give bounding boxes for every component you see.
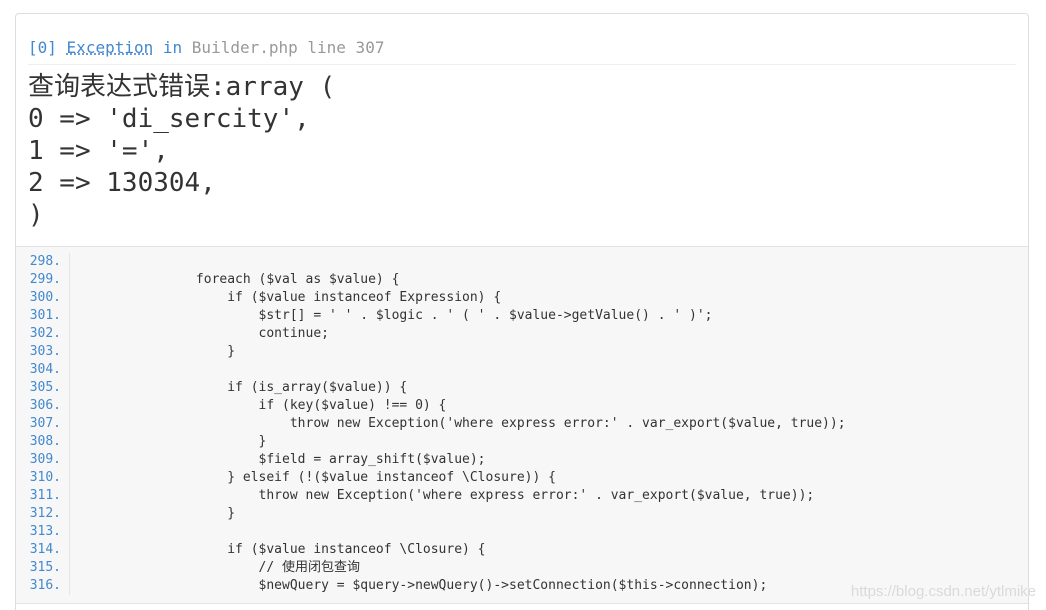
code-line: 310. } elseif (!($value instanceof \Clos…	[16, 469, 846, 487]
code-lines: 298.299. foreach ($val as $value) {300. …	[16, 253, 846, 595]
code-text	[70, 253, 102, 271]
code-text: } elseif (!($value instanceof \Closure))…	[102, 470, 556, 485]
exception-location: Builder.php line 307	[191, 38, 385, 57]
code-line: 302. continue;	[16, 325, 846, 343]
line-number: 301.	[16, 307, 70, 325]
line-number: 307.	[16, 415, 70, 433]
code-text	[70, 523, 102, 541]
watermark: https://blog.csdn.net/ytlmike	[850, 583, 1036, 600]
code-text: continue;	[102, 326, 329, 341]
line-number: 309.	[16, 451, 70, 469]
code-text: foreach ($val as $value) {	[102, 272, 400, 287]
line-number: 299.	[16, 271, 70, 289]
code-line: 314. if ($value instanceof \Closure) {	[16, 541, 846, 559]
code-text: $newQuery = $query->newQuery()->setConne…	[102, 578, 768, 593]
code-line: 304.	[16, 361, 846, 379]
exception-panel: [0] Exception in Builder.php line 307 查询…	[15, 13, 1029, 610]
code-text: if ($value instanceof Expression) {	[102, 290, 502, 305]
code-line: 301. $str[] = ' ' . $logic . ' ( ' . $va…	[16, 307, 846, 325]
code-line: 307. throw new Exception('where express …	[16, 415, 846, 433]
line-number: 302.	[16, 325, 70, 343]
line-number: 304.	[16, 361, 70, 379]
code-line: 300. if ($value instanceof Expression) {	[16, 289, 846, 307]
code-text: $str[] = ' ' . $logic . ' ( ' . $value->…	[102, 308, 713, 323]
code-line: 309. $field = array_shift($value);	[16, 451, 846, 469]
code-line: 313.	[16, 523, 846, 541]
code-text: if (is_array($value)) {	[102, 380, 408, 395]
line-number: 316.	[16, 577, 70, 595]
line-number: 306.	[16, 397, 70, 415]
code-line: 305. if (is_array($value)) {	[16, 379, 846, 397]
code-line: 308. }	[16, 433, 846, 451]
code-text: $field = array_shift($value);	[102, 452, 486, 467]
code-line: 316. $newQuery = $query->newQuery()->set…	[16, 577, 846, 595]
code-text: // 使用闭包查询	[102, 560, 361, 575]
code-text: throw new Exception('where express error…	[102, 416, 846, 431]
line-number: 308.	[16, 433, 70, 451]
exception-message: 查询表达式错误:array ( 0 => 'di_sercity', 1 => …	[28, 72, 336, 230]
line-number: 305.	[16, 379, 70, 397]
line-number: 303.	[16, 343, 70, 361]
code-line: 299. foreach ($val as $value) {	[16, 271, 846, 289]
exception-index: [0]	[28, 38, 57, 57]
line-number: 312.	[16, 505, 70, 523]
code-line: 315. // 使用闭包查询	[16, 559, 846, 577]
source-code-block: 298.299. foreach ($val as $value) {300. …	[16, 246, 1028, 604]
code-line: 311. throw new Exception('where express …	[16, 487, 846, 505]
line-number: 300.	[16, 289, 70, 307]
line-number: 310.	[16, 469, 70, 487]
line-number: 313.	[16, 523, 70, 541]
code-text: }	[102, 506, 236, 521]
line-number: 298.	[16, 253, 70, 271]
code-line: 303. }	[16, 343, 846, 361]
in-keyword: in	[162, 38, 183, 57]
code-text: if (key($value) !== 0) {	[102, 398, 447, 413]
code-text: }	[102, 344, 236, 359]
code-text	[70, 361, 102, 379]
line-number: 311.	[16, 487, 70, 505]
code-line: 312. }	[16, 505, 846, 523]
line-number: 315.	[16, 559, 70, 577]
line-number: 314.	[16, 541, 70, 559]
exception-class-link[interactable]: Exception	[66, 38, 154, 57]
exception-header: [0] Exception in Builder.php line 307	[28, 38, 1016, 65]
code-text: }	[102, 434, 267, 449]
code-text: if ($value instanceof \Closure) {	[102, 542, 486, 557]
code-line: 306. if (key($value) !== 0) {	[16, 397, 846, 415]
code-line: 298.	[16, 253, 846, 271]
code-text: throw new Exception('where express error…	[102, 488, 815, 503]
